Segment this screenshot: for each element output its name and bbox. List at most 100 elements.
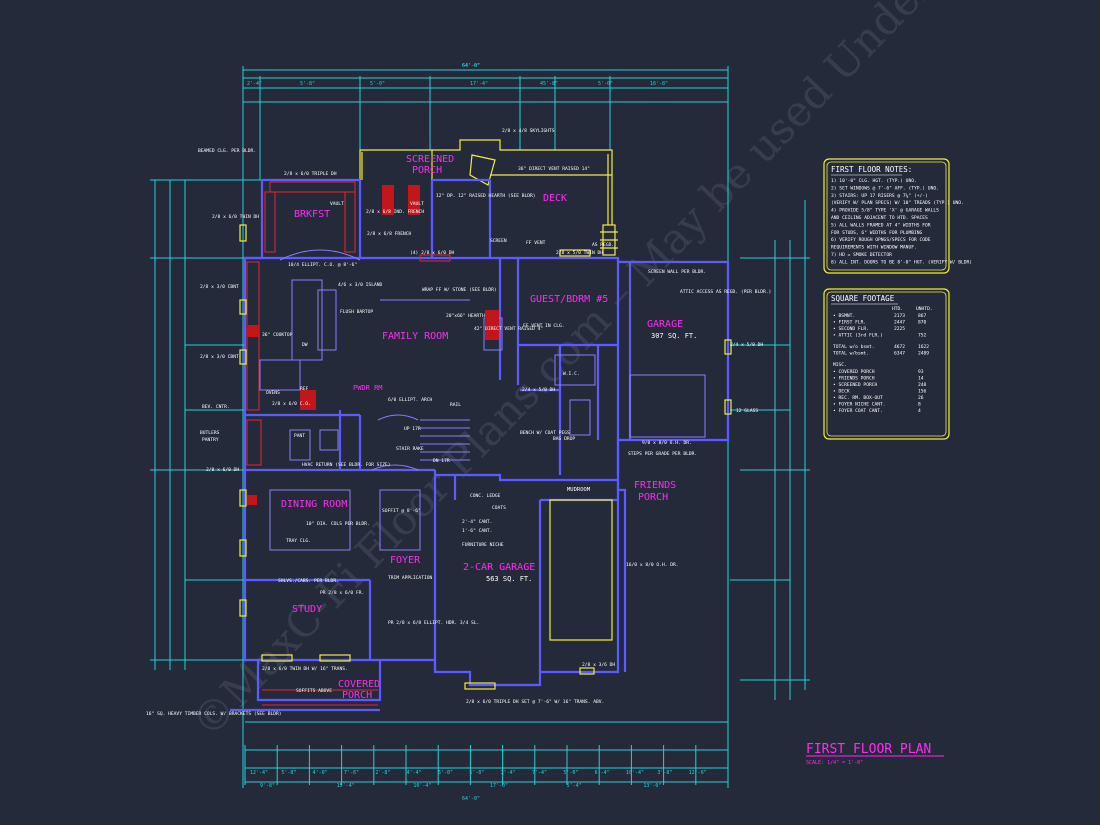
dim-bottom: 5'-0" xyxy=(438,770,453,776)
footage-total-unhtd: 2489 xyxy=(918,351,929,357)
room-screened-porch-1: SCREENED xyxy=(406,154,454,165)
label-ref: REF xyxy=(300,386,309,392)
dim-bottom: 5'-0" xyxy=(563,770,578,776)
note-line: 5) ALL WALLS FRAMED AT 4" WIDTHS FOR xyxy=(831,222,931,228)
room-foyer: FOYER xyxy=(390,555,421,566)
label-ind-french: 2/8 x 6/8 IND. FRENCH xyxy=(366,209,424,215)
footage-row-label: • FIRST FLR. xyxy=(833,320,866,326)
dim-bottom: 3'-4" xyxy=(501,770,516,776)
label-wrap-ff: WRAP FF W/ STONE (SEE BLDR) xyxy=(422,287,497,293)
drawing-scale: SCALE: 1/4" = 1'-0" xyxy=(806,760,863,766)
dim-top: 2'-4" xyxy=(247,81,262,87)
label-bev: BEV. CNTR. xyxy=(202,404,230,410)
label-vault-1: VAULT xyxy=(330,201,344,207)
label-as-regd: AS REGD. xyxy=(592,242,614,248)
label-cant-2: 1'-6" CANT. xyxy=(462,528,492,534)
label-screen-wall: SCREEN WALL PER BLDR. xyxy=(648,269,706,275)
footage-row-htd: 2225 xyxy=(894,326,905,332)
label-rail: RAIL xyxy=(450,402,461,408)
room-dining: DINING ROOM xyxy=(281,499,347,510)
footage-row-label: • BSMNT. xyxy=(833,313,855,319)
footage-row-unhtd: 752 xyxy=(918,333,927,339)
footage-misc-value: 26 xyxy=(918,395,924,401)
footage-total-label: TOTAL w/bsmt. xyxy=(833,351,869,357)
label-raised-hearth: 12" DP. 12" RAISED HEARTH (SEE BLDR) xyxy=(436,193,536,199)
label-conc: CONC. LEDGE xyxy=(470,493,501,499)
label-cols: 10" DIA. COLS PER BLDR. xyxy=(306,521,370,527)
note-line: REQUIREMENTS WITH WINDOW MANUF. xyxy=(831,245,917,251)
footage-total-htd: 6347 xyxy=(894,351,905,357)
note-line: 3) STAIRS: UP 17 RISERS @ 7⅝" (+/-) xyxy=(831,192,928,199)
footage-misc-value: 8 xyxy=(918,402,921,408)
label-dh-2-4b: 2/4 x 5/0 DH xyxy=(522,387,555,393)
dim-bottom: 10'-4" xyxy=(626,770,644,776)
label-steps: STEPS PER GRADE PER BLDR. xyxy=(628,451,697,457)
footage-misc-label: MISC. xyxy=(833,362,847,368)
dim-overall-top: 64'-0" xyxy=(462,63,480,69)
label-up: UP 17R xyxy=(404,426,421,432)
footage-total-label: TOTAL w/o bsmt. xyxy=(833,344,875,350)
label-pr-ellipt: PR 2/8 x 6/8 ELLIPT. HDR. 3/4 SL. xyxy=(388,620,479,626)
dim-bottom-2: 17'-0" xyxy=(490,783,508,789)
room-covered-2: PORCH xyxy=(342,690,372,701)
room-pwdr: PWDR RM xyxy=(353,384,383,392)
footage-title: SQUARE FOOTAGE xyxy=(831,294,895,303)
dim-bottom: 12'-4" xyxy=(250,770,268,776)
note-line: 1) 10'-0" CLG. HGT. (TYP.) UNO. xyxy=(831,178,917,184)
room-pant: PANT xyxy=(294,433,305,439)
label-ellipt-co: 10/4 ELLIPT. C.O. @ 8'-6" xyxy=(288,262,357,268)
label-attic: ATTIC ACCESS AS REGD. (PER BLDR.) xyxy=(680,289,771,295)
label-screen: SCREEN xyxy=(490,238,507,244)
interior-details xyxy=(259,249,706,641)
footage-misc-value: 156 xyxy=(918,389,927,395)
footage-row-htd: 2173 xyxy=(894,313,905,319)
label-dh-3-6: 2/8 x 3/6 DH xyxy=(582,662,615,668)
label-twin-dh-right: 2/8 x 5/0 TWIN DH xyxy=(556,250,603,256)
footage-row-label: • ATTIC (3rd FLR.) xyxy=(833,333,883,339)
label-triple-dh: 2/8 x 6/0 TRIPLE DH xyxy=(284,171,337,177)
note-line: 4) PROVIDE 5/8" TYPE 'X' @ GARAGE WALLS xyxy=(831,208,939,214)
note-line: 7) HD = SMOKE DETECTOR xyxy=(831,252,892,258)
note-line: FOR STUDS, 6" WIDTHS FOR PLUMBING xyxy=(831,230,923,236)
room-friends-2: PORCH xyxy=(638,492,668,503)
label-twin-dh-left: 2/8 x 6/0 TWIN DH xyxy=(212,214,259,220)
label-ovens: OVENS xyxy=(266,390,280,396)
label-cant-1: 2'-4" CANT. xyxy=(462,519,492,525)
garage-area: 307 SQ. FT. xyxy=(651,332,697,340)
footage-misc-label: • DECK xyxy=(833,389,850,395)
footage-total-unhtd: 1622 xyxy=(918,344,929,350)
footage-misc-value: 93 xyxy=(918,369,924,375)
dim-bottom: 6'-4" xyxy=(595,770,610,776)
room-butlers-2: PANTRY xyxy=(202,437,219,443)
label-soffits: SOFFITS ABOVE xyxy=(296,688,332,694)
dim-overall-bottom: 64'-0" xyxy=(462,796,480,802)
room-covered-1: COVERED xyxy=(338,679,380,690)
label-ff-vent-2: FF VENT IN CLG. xyxy=(523,323,565,329)
drawing-title: FIRST FLOOR PLAN xyxy=(806,742,931,757)
dim-top: 64'-0" xyxy=(462,63,480,69)
footage-misc-label: • COVERED PORCH xyxy=(833,369,875,375)
label-ff-vent: FF VENT xyxy=(526,240,546,246)
label-direct-vent-2: 42" DIRECT VENT RAISED 4" xyxy=(474,326,543,332)
label-tray: TRAY CLG. xyxy=(286,538,311,544)
label-cbnt-2: 2/8 x 3/0 CBNT xyxy=(200,354,239,360)
dim-top: 17'-4" xyxy=(470,81,488,87)
label-dn: DN 17R xyxy=(433,458,450,464)
label-skylights: 2/8 x 4/8 SKYLIGHTS xyxy=(502,128,555,134)
footage-misc-label: • REC. RM. BOX-OUT xyxy=(833,395,883,401)
dim-top: 5'-0" xyxy=(370,81,385,87)
room-labels: BRKFST SCREENED PORCH DECK FAMILY ROOM G… xyxy=(200,154,697,701)
label-trim: TRIM APPLICATION xyxy=(388,575,432,581)
porches xyxy=(239,224,732,706)
footage-total-htd: 4672 xyxy=(894,344,905,350)
label-bench: BENCH W/ COAT PEGS xyxy=(520,430,570,436)
room-friends-1: FRIENDS xyxy=(634,480,676,491)
footage-misc-label: • SCREENED PORCH xyxy=(833,382,877,388)
footage-misc-value: 4 xyxy=(918,408,921,414)
label-oh-dr-1: 9/0 x 8/0 O.H. DR. xyxy=(642,440,692,446)
dim-top: 16'-8" xyxy=(650,81,668,87)
label-island: 4/6 x 3/0 ISLAND xyxy=(338,282,382,288)
footage-row-htd: 2447 xyxy=(894,320,905,326)
dim-bottom: 3'-8" xyxy=(657,770,672,776)
label-stair: STAIR RAKE xyxy=(396,446,424,452)
